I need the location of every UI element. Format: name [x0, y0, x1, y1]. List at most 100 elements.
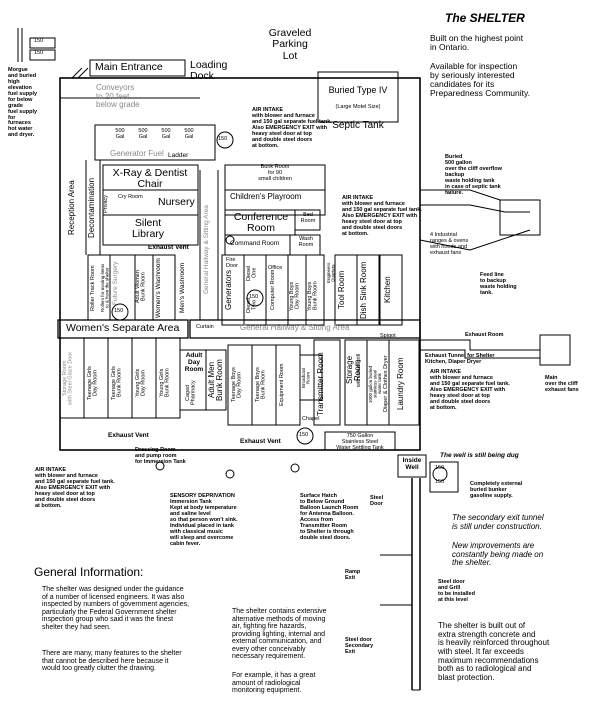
engineers-quarters-label: Engineers Quarters — [326, 262, 336, 284]
gal-tank-3: 500 Gal — [161, 128, 171, 140]
gal-tank-1: 500 Gal — [115, 128, 125, 140]
equipment-room-label: Equipment Room — [279, 363, 285, 407]
construction-note: The shelter is built out of extra streng… — [438, 621, 550, 682]
mens-washroom-label: Men's Washroom — [179, 262, 186, 314]
wash-room-label: Wash Room — [298, 236, 314, 248]
exhaust-vent-label-2: Exhaust Vent — [108, 432, 149, 439]
septic-line-1: Buried Type IV — [328, 84, 388, 95]
kitchen-label: Kitchen — [383, 276, 392, 304]
exhaust-room-label: Exhaust Room — [465, 332, 504, 338]
womens-washroom-label: Women's Washroom — [155, 258, 162, 318]
gasoline-bunker-box — [429, 461, 459, 493]
chapel-label: Chapel — [302, 416, 320, 422]
conference-room-label: Conference Room — [233, 211, 289, 235]
tank-150-a: 150 — [218, 136, 228, 142]
surface-hatch-note: Surface Hatch to Below Ground Balloon La… — [300, 493, 359, 541]
gal-tank-2: 500 Gal — [138, 128, 148, 140]
secondary-exit-label: Steel door Secondary Exit — [345, 637, 374, 655]
morgue-tank-label-2: 150 — [34, 50, 44, 56]
intro-text: Built on the highest point in Ontario. A… — [430, 33, 530, 99]
gal-tank-4: 500 Gal — [184, 128, 194, 140]
storage-room-glass-label: Storage Room with Steel Glaze Door — [62, 351, 74, 405]
laundry-room-label: Laundry Room — [396, 357, 405, 411]
general-info-p2: There are many, many features to the she… — [42, 650, 182, 673]
future-surgery-label: Future Surgery — [112, 261, 119, 305]
womens-separate-area-label: Women's Separate Area — [66, 322, 180, 334]
young-boys-bunk-label: Young Boys Bunk Room — [307, 281, 319, 311]
dish-sink-room-label: Dish Sink Room — [359, 261, 368, 319]
settling-tank-box — [324, 431, 396, 451]
general-info-p1: The shelter was designed under the guida… — [42, 586, 190, 631]
roller-note: Rollers for moving items to & from the s… — [100, 263, 110, 313]
office-label: Office — [268, 265, 283, 271]
tank-150-c: 150 — [249, 294, 259, 300]
young-girls-day-label: Young Girls Day Room — [135, 368, 147, 398]
water-tank-label: 1000 gallon buried stainless steel water… — [368, 365, 382, 403]
air-intake-note-3: AIR INTAKE with blower and furnace and 1… — [430, 369, 510, 411]
shelter-outer-wall — [59, 77, 421, 451]
air-intake-note-1: AIR INTAKE with blower and furnace and 1… — [252, 107, 332, 149]
tank-150-b: 150 — [114, 308, 124, 314]
air-intake-note-4: AIR INTAKE with blower and furnace and 1… — [35, 467, 115, 509]
bunk-room-small-label: Bunk Room for 90 small children — [258, 164, 292, 182]
curtain-label: Curtain — [196, 324, 214, 330]
computer-room-label: Computer Room — [270, 269, 276, 311]
tool-room-label: Tool Room — [337, 270, 346, 310]
exhaust-vent-label-3: Exhaust Vent — [240, 438, 281, 445]
exhaust-fan-box — [539, 334, 571, 366]
loading-dock-label: Loading Dock — [190, 59, 228, 83]
generator-fuel-area — [94, 124, 216, 161]
steel-grill-note: Steel door and Grill to be installed at … — [438, 579, 475, 603]
parking-lot-label: Graveled Parking Lot — [268, 27, 312, 62]
ladder-label: Ladder — [168, 152, 189, 159]
general-hallway-vertical-label: General Hallway & Sitting Area — [203, 205, 210, 295]
teen-boys-bunk-label: Teenage Boys Bunk Room — [255, 367, 267, 403]
morgue-tank-label-1: 150 — [34, 38, 44, 44]
teen-girls-day-label: Teenage Girls Day Room — [87, 366, 99, 400]
settling-tank-label: 750 Gallon Stainless Steel Water Settlin… — [336, 433, 384, 451]
general-info-heading: General Information: — [34, 565, 144, 579]
caged-pharmacy-label: Caged Pharmacy — [185, 380, 197, 406]
fire-door-label: Fire Door — [226, 257, 238, 269]
roller-track-label: Roller Track Room — [90, 265, 96, 311]
hallway-band — [189, 319, 421, 339]
gasoline-note: Completely external buried bunker gasoli… — [470, 481, 523, 499]
improvements-note: New improvements are constantly being ma… — [452, 541, 544, 568]
diaper-dryer-label: Diaper & Clothes Dryer — [383, 355, 389, 413]
inside-well-box — [397, 454, 427, 478]
young-girls-bunk-label: Young Girls Bunk Room — [159, 368, 171, 398]
main-exhaust-note: Main over the cliff exhaust fans — [545, 375, 579, 393]
gasoline-tank-label-1: 150 — [435, 465, 445, 471]
command-room-label: Command Room — [230, 240, 280, 247]
waste-tank-box — [499, 199, 541, 236]
privacy-label: Privacy — [103, 194, 109, 214]
generator-fuel-label: Generator Fuel — [110, 149, 164, 158]
general-hallway-horizontal-label: General Hallway & Sitting Area — [240, 323, 350, 332]
transmitter-room-label: Transmitter Room — [316, 352, 325, 416]
well-dug-note: The well is still being dug — [440, 452, 519, 459]
broadcast-room-label: Broadcast Room — [301, 367, 311, 389]
general-info-p3: The shelter contains extensive alternati… — [232, 608, 327, 661]
sensory-deprivation-note: SENSORY DEPRIVATION Immersion Tank Kept … — [170, 493, 238, 547]
secondary-tunnel-note: The secondary exit tunnel is still under… — [452, 513, 544, 531]
young-boys-day-label: Young Boys Day Room — [289, 281, 301, 311]
feed-line-note: Feed line to backup waste holding tank. — [480, 272, 517, 296]
teen-girls-bunk-label: Teenage Girls Bunk Room — [111, 366, 123, 400]
tank-150-d: 150 — [299, 432, 309, 438]
conveyors-label: Conveyors to 20 feet below grade — [96, 83, 140, 110]
generators-label: Generators — [224, 269, 233, 311]
morgue-note: Morgue and buried high elevation fuel su… — [8, 67, 38, 139]
adult-men-bunk-label: Adult Men Bunk Room — [207, 359, 224, 401]
nursery-label: Nursery — [158, 196, 195, 208]
spigot-label: Spigot — [380, 333, 396, 339]
exhaust-tunnel-label: Exhaust Tunnel for Shelter Kitchen, Diap… — [425, 353, 495, 365]
steel-door-note: Steel Door — [370, 495, 384, 507]
shelter-title: The SHELTER — [445, 11, 525, 25]
inside-well-label: Inside Well — [402, 457, 422, 472]
gasoline-tank-label-2: 150 — [435, 479, 445, 485]
adult-women-bunk-label: Adult Women Bunk Room — [135, 270, 147, 304]
main-entrance-box — [89, 59, 186, 77]
teen-boys-day-label: Teenage Boys Day Room — [231, 367, 243, 403]
dressing-room-note: Dressing Room and pump room for Immersio… — [135, 447, 186, 465]
septic-line-3: Septic Tank — [332, 119, 384, 131]
